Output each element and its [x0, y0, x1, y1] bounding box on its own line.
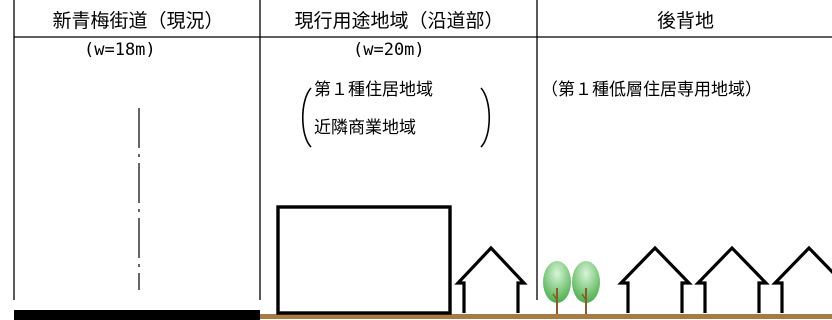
header-hinterland: 後背地 [656, 10, 714, 32]
hinterland-house-1 [617, 245, 693, 313]
ground-line [260, 314, 832, 319]
hinterland-zone-label: （第１種低層住居専用地域） [541, 80, 762, 100]
hinterland-house-2 [694, 245, 770, 313]
tree-2 [572, 261, 600, 314]
road-width-label: (w=18m) [84, 40, 156, 60]
bracket-right [480, 87, 490, 148]
road-surface [14, 310, 260, 320]
header-road-current: 新青梅街道（現況） [52, 10, 224, 32]
tree-1 [543, 261, 571, 314]
hinterland-house-3 [771, 245, 832, 313]
header-zoning-roadside: 現行用途地域（沿道部） [294, 10, 504, 32]
roadside-zone-primary: 第１種住居地域 [314, 80, 433, 100]
roadside-house [454, 245, 528, 313]
bracket-left [302, 87, 312, 148]
roadside-zone-secondary: 近隣商業地域 [314, 118, 416, 138]
roadside-building [276, 205, 452, 315]
roadside-width-label: (w=20m) [353, 40, 425, 60]
